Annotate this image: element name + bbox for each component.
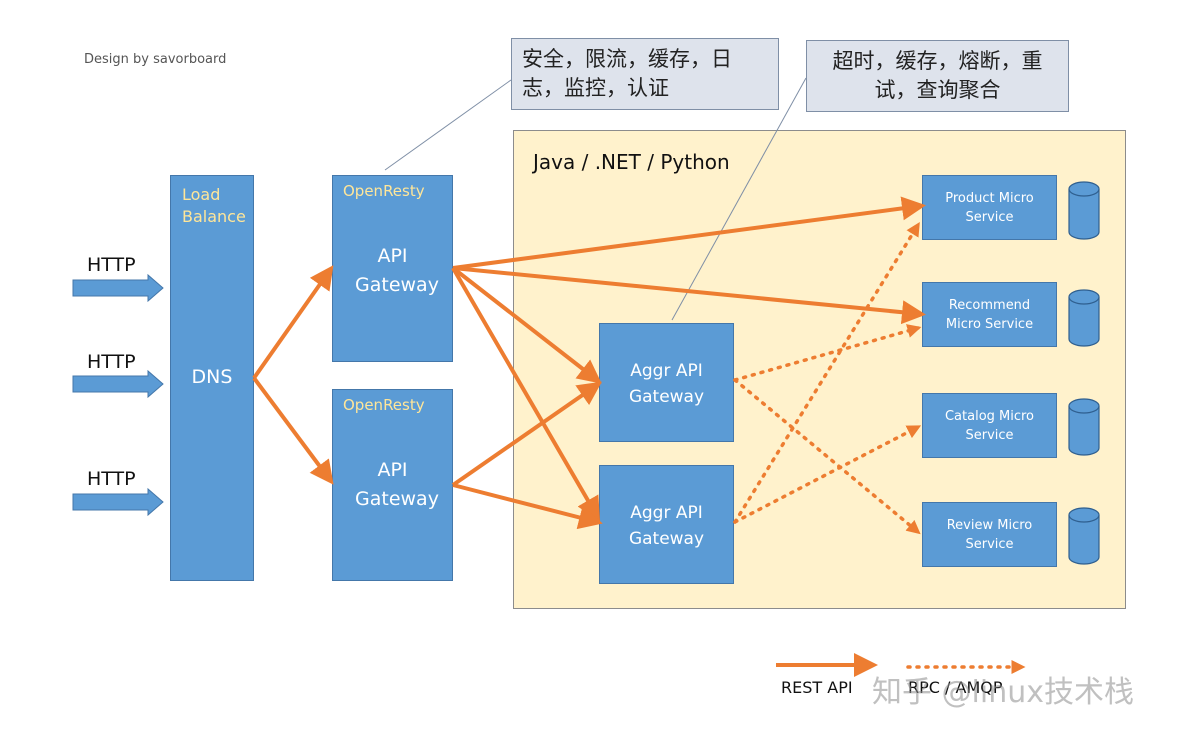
http-label-2: HTTP bbox=[87, 351, 136, 373]
service-recommend-label: Recommend Micro Service bbox=[945, 298, 1034, 332]
http-label-3: HTTP bbox=[87, 468, 136, 490]
database-icon bbox=[1068, 181, 1100, 240]
http-arrow-2 bbox=[72, 369, 164, 399]
gateway-2-to-aggr-2-arrow bbox=[452, 483, 603, 530]
aggr-callout-leader bbox=[671, 77, 807, 321]
database-icon bbox=[1068, 507, 1100, 565]
gateway-1-to-aggr-2-arrow bbox=[451, 266, 601, 522]
legend-rest-label: REST API bbox=[781, 678, 853, 697]
load-balance-tag: Load Balance bbox=[182, 185, 246, 226]
http-arrow-1 bbox=[72, 273, 164, 303]
gateway-2-tag: OpenResty bbox=[343, 396, 425, 414]
gateway-2-label: API Gateway bbox=[355, 459, 439, 510]
aggr-features-callout: 超时，缓存，熔断，重试，查询聚合 bbox=[806, 40, 1069, 112]
aggr-2-to-catalog-rpc bbox=[733, 425, 922, 524]
service-product-label: Product Micro Service bbox=[945, 191, 1034, 225]
gateway-features-callout: 安全，限流，缓存，日志，监控，认证 bbox=[511, 38, 779, 110]
gateway-1-to-aggr-1-arrow bbox=[451, 266, 602, 384]
aggr-gateway-2-label: Aggr API Gateway bbox=[628, 503, 705, 549]
api-gateway-1: OpenResty API Gateway bbox=[332, 175, 453, 362]
service-product: Product Micro Service bbox=[922, 175, 1057, 240]
http-label-1: HTTP bbox=[87, 254, 136, 276]
service-catalog-label: Catalog Micro Service bbox=[944, 409, 1035, 443]
gateway-callout-leader bbox=[384, 79, 512, 171]
aggr-2-to-product-rpc bbox=[733, 222, 920, 524]
service-review: Review Micro Service bbox=[922, 502, 1057, 567]
load-balance-box: Load Balance DNS bbox=[170, 175, 254, 581]
http-arrow-3 bbox=[72, 487, 164, 517]
aggr-1-to-review-rpc bbox=[733, 378, 921, 535]
gateway-1-to-recommend-arrow bbox=[452, 266, 926, 325]
aggr-1-to-recommend-rpc bbox=[733, 324, 922, 382]
runtime-label: Java / .NET / Python bbox=[533, 150, 730, 174]
database-icon bbox=[1068, 398, 1100, 456]
gateway-1-tag: OpenResty bbox=[343, 182, 425, 200]
aggr-gateway-1-label: Aggr API Gateway bbox=[628, 361, 705, 407]
service-catalog: Catalog Micro Service bbox=[922, 393, 1057, 458]
service-recommend: Recommend Micro Service bbox=[922, 282, 1057, 347]
service-review-label: Review Micro Service bbox=[946, 518, 1033, 552]
gateway-1-to-product-arrow bbox=[452, 196, 926, 270]
legend-rpc-label: RPC / AMQP bbox=[908, 678, 1003, 697]
api-gateway-2: OpenResty API Gateway bbox=[332, 389, 453, 581]
dns-to-gateway-2-arrow bbox=[252, 376, 334, 485]
gateway-1-label: API Gateway bbox=[355, 245, 439, 296]
watermark: 知乎 @linux技术栈 bbox=[872, 675, 1134, 710]
dns-to-gateway-1-arrow bbox=[252, 265, 334, 380]
gateway-2-to-aggr-1-arrow bbox=[451, 381, 602, 487]
database-icon bbox=[1068, 289, 1100, 347]
dns-label: DNS bbox=[191, 366, 233, 388]
aggr-gateway-1: Aggr API Gateway bbox=[599, 323, 734, 442]
design-credit: Design by savorboard bbox=[84, 52, 227, 67]
